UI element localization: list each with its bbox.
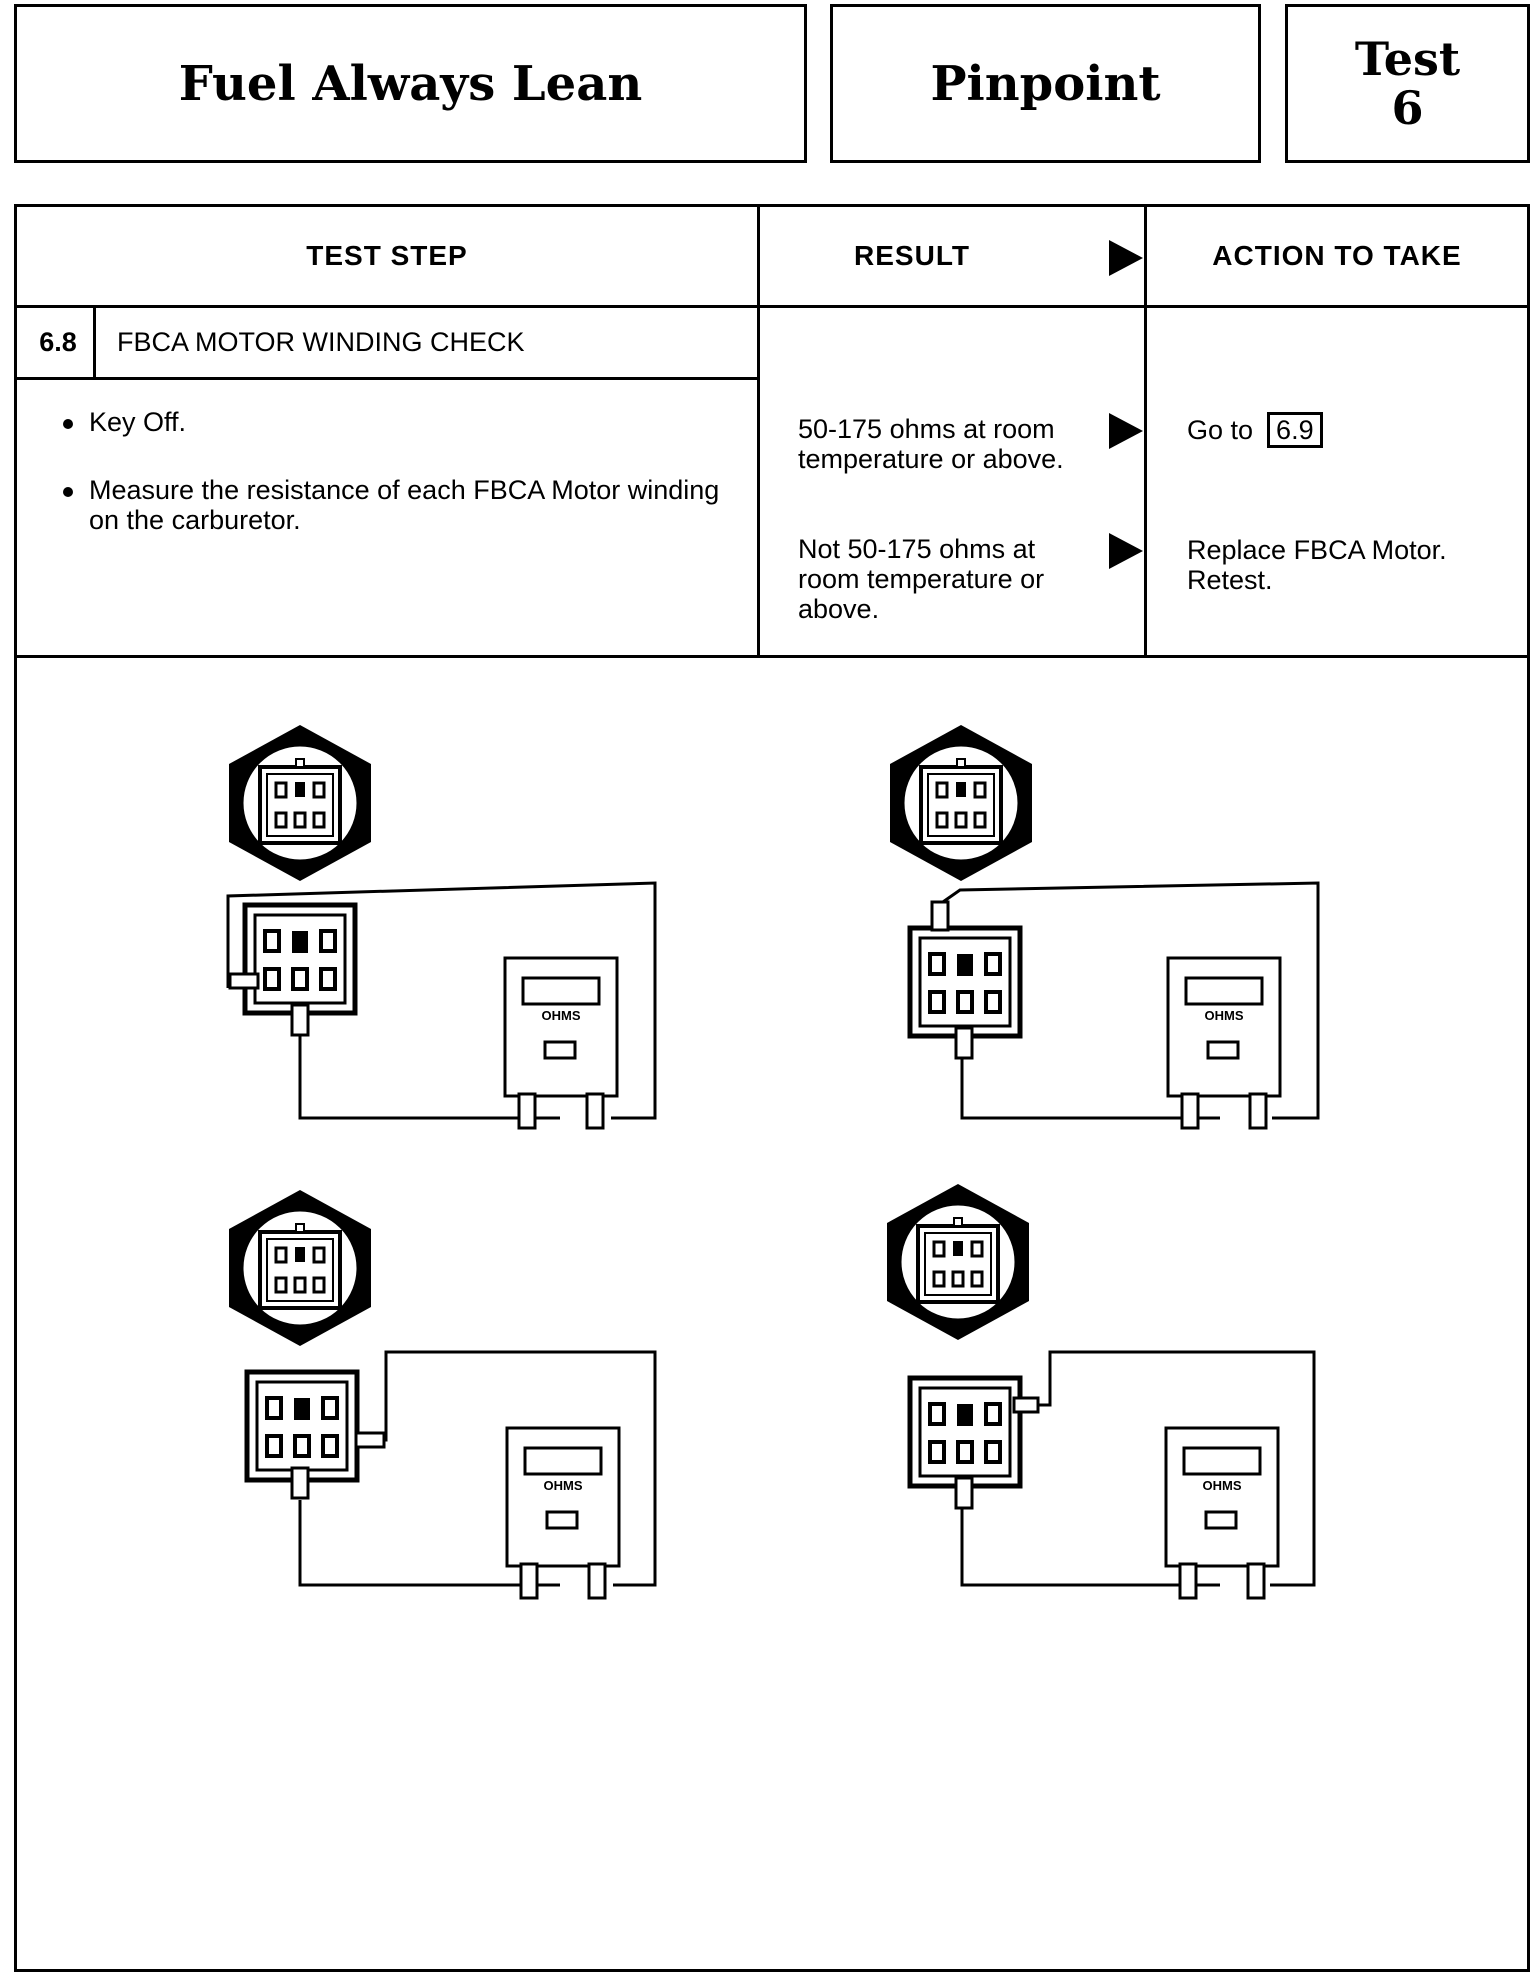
result-header-arrow-icon [1109,240,1143,276]
step-title-divider [17,377,760,380]
bullet-dot-icon [63,418,73,429]
bullet-dot-icon [63,486,73,497]
diagram-divider [17,655,1527,658]
pinpoint-label: Pinpoint [930,55,1161,112]
result-1: 50-175 ohms at room temperature or above… [798,414,1064,474]
test-number-box: Test 6 [1285,4,1530,163]
col-header-test-step: TEST STEP [306,240,468,271]
result-1-arrow-icon [1109,413,1143,449]
header-row-divider [17,305,1527,308]
page-title: Fuel Always Lean [178,55,643,112]
bullet-key-off: Key Off. [63,407,723,437]
go-to-step-ref: 6.9 [1267,412,1323,448]
col-divider-2 [1144,207,1147,658]
step-number-divider [93,305,96,380]
test-label: Test [1354,32,1461,87]
test-table: TEST STEP RESULT ACTION TO TAKE 6.8 FBCA… [14,204,1530,1972]
result-2: Not 50-175 ohms at room temperature or a… [798,534,1045,624]
action-2: Replace FBCA Motor. Retest. [1187,535,1447,595]
test-number: 6 [1391,80,1424,135]
step-number: 6.8 [39,327,77,357]
result-2-arrow-icon [1109,533,1143,569]
pinpoint-box: Pinpoint [830,4,1261,163]
col-header-result: RESULT [854,240,970,271]
step-title: FBCA MOTOR WINDING CHECK [117,327,525,357]
col-header-action: ACTION TO TAKE [1212,240,1462,271]
title-box: Fuel Always Lean [14,4,807,163]
col-divider-1 [757,207,760,658]
bullet-measure: Measure the resistance of each FBCA Moto… [63,475,749,535]
